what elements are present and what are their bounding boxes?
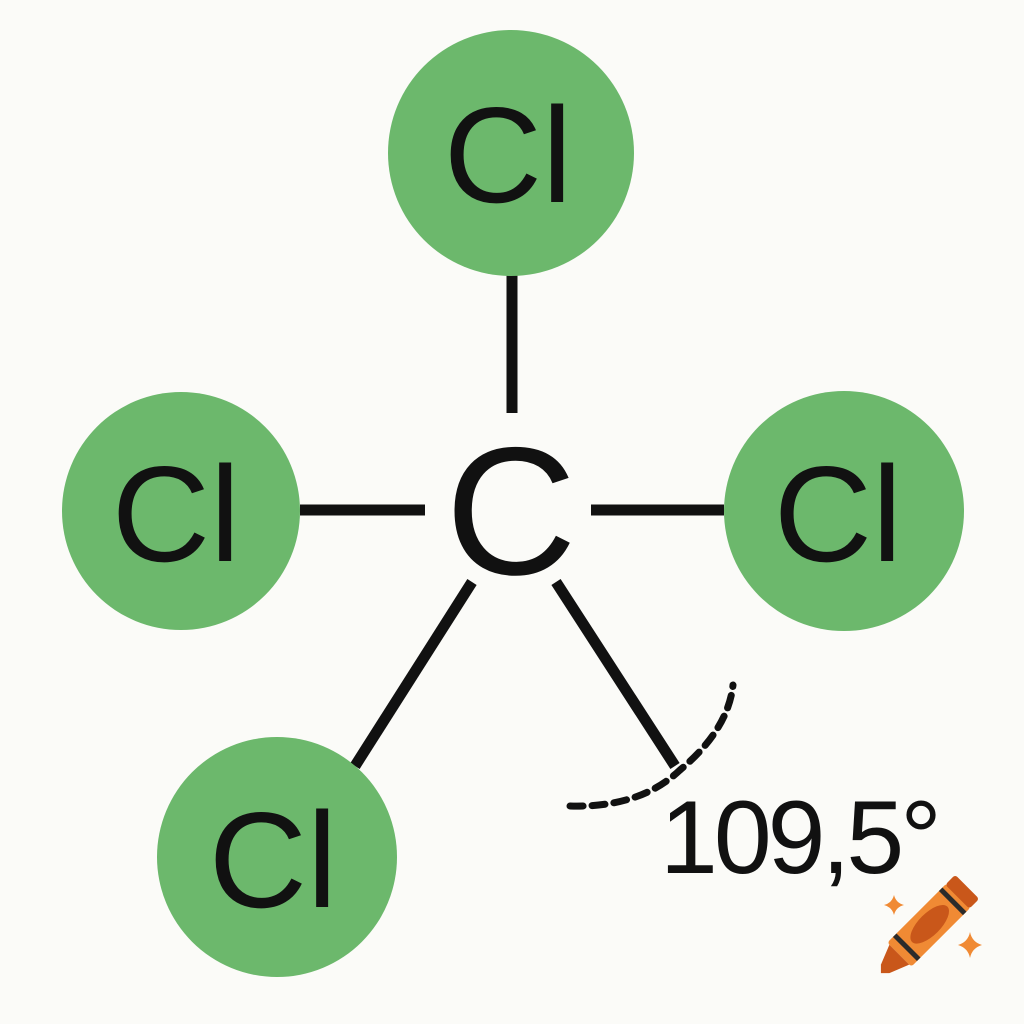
crayon-icon (880, 876, 978, 974)
atom-cl-left: Cl (62, 392, 300, 630)
atom-cl-bottom-left: Cl (157, 737, 397, 977)
atom-label: Cl (112, 438, 240, 590)
atom-label: Cl (774, 438, 902, 590)
atom-cl-right: Cl (724, 391, 964, 631)
sparkle-icon (884, 895, 904, 915)
bond-bottom-right (551, 579, 680, 769)
sparkle-icon (958, 932, 982, 958)
angle-arc (566, 681, 737, 810)
atom-label: Cl (444, 79, 572, 231)
angle-label: 109,5° (660, 780, 938, 896)
atom-c-center: C (445, 409, 576, 613)
bond-bottom-left (350, 579, 477, 769)
bonds (300, 275, 724, 769)
atom-label: Cl (209, 784, 337, 936)
atom-cl-top: Cl (388, 30, 634, 276)
